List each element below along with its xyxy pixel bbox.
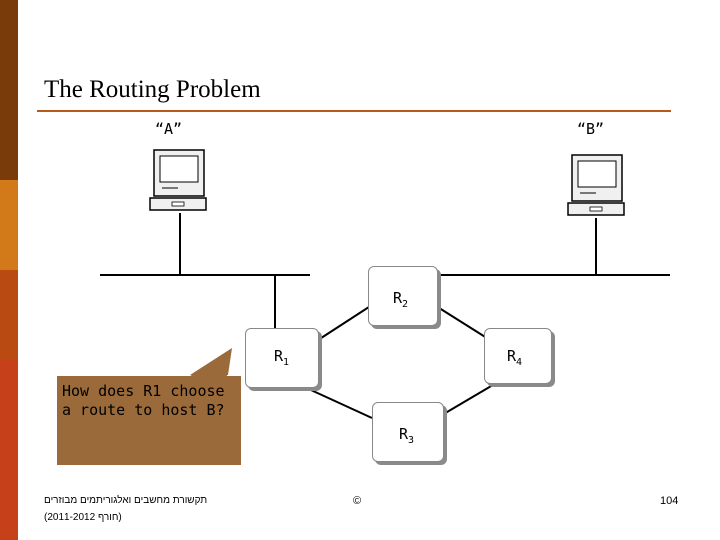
router-r4-sub: 4 (516, 357, 523, 368)
router-r2: R2 (368, 266, 438, 326)
sidebar-low (0, 270, 18, 360)
router-r3-name: R (399, 425, 409, 443)
router-r3-sub: 3 (408, 435, 415, 446)
sidebar-bottom (0, 360, 18, 540)
router-r1: R1 (245, 328, 319, 388)
router-r4-name: R (507, 347, 517, 365)
link-r3-r4 (441, 381, 499, 416)
router-r1-sub: 1 (283, 357, 290, 368)
host-b-label: “B” (577, 120, 605, 138)
router-r4: R4 (484, 328, 552, 384)
callout-pointer (190, 348, 232, 375)
router-r3: R3 (372, 402, 444, 462)
callout-text: How does R1 choose a route to host B? (62, 382, 225, 419)
footer-course-title: תקשורת מחשבים ואלגוריתמים מבוזרים (44, 495, 208, 506)
host-a-label: “A” (155, 120, 183, 138)
computer-icon (149, 149, 207, 211)
title-divider (37, 110, 671, 112)
page-number: 104 (660, 495, 679, 507)
router-r2-label: R2 (393, 289, 408, 310)
router-r3-label: R3 (399, 425, 414, 446)
link-r1-r3 (299, 384, 373, 419)
computer-icon (567, 154, 625, 216)
footer-copyright: © (353, 495, 362, 507)
link-r2-r4 (435, 305, 491, 341)
router-r1-label: R1 (274, 347, 289, 368)
router-r1-name: R (274, 347, 284, 365)
link-r1-r2 (314, 304, 373, 343)
router-r2-sub: 2 (402, 299, 409, 310)
router-r4-label: R4 (507, 347, 522, 368)
sidebar-top (0, 0, 18, 180)
router-r2-name: R (393, 289, 403, 307)
page-title: The Routing Problem (44, 76, 261, 103)
sidebar-mid (0, 180, 18, 270)
footer-course-term: (חורף 2011-2012) (44, 512, 122, 523)
